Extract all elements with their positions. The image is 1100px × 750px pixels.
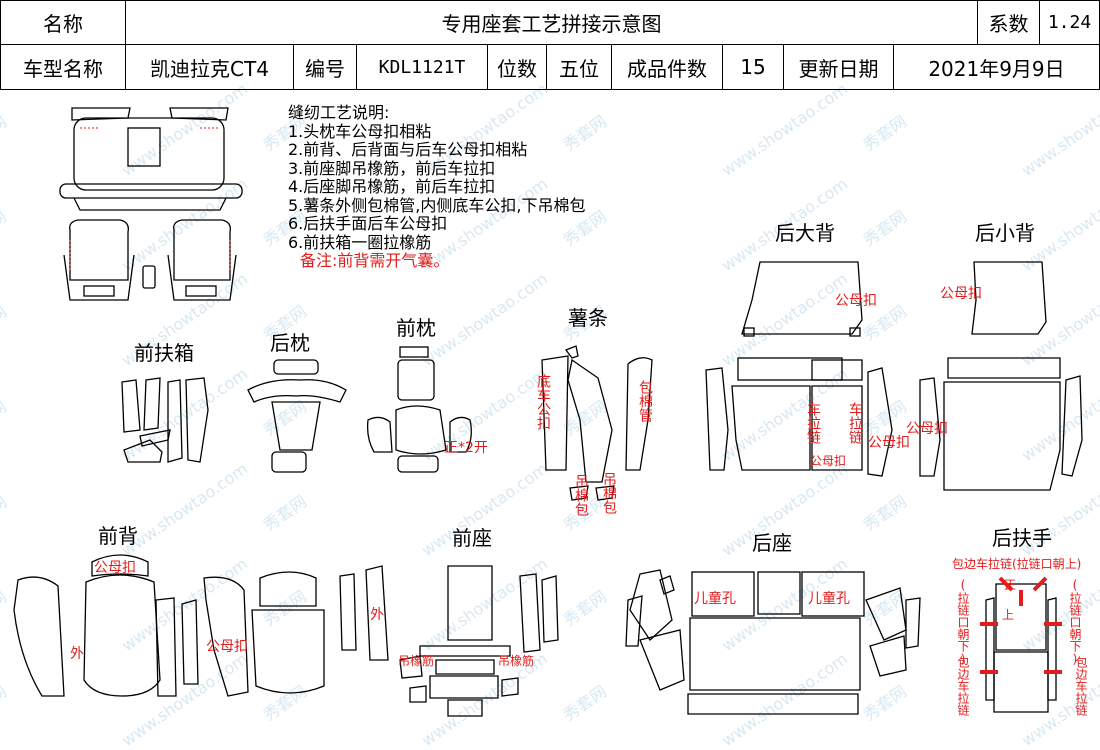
model-value-cell: 凯迪拉克CT4 xyxy=(125,44,294,90)
page-title: 专用座套工艺拼接示意图 xyxy=(441,12,662,36)
rear-small-back-pieces xyxy=(919,261,1083,491)
annotation-fries-bottom: 底车公扣 xyxy=(535,374,551,430)
annotation-fs-elastic2: 吊橡筋 xyxy=(498,654,535,668)
front-armrest-box-pieces xyxy=(121,377,209,463)
seats-value-cell: 五位 xyxy=(546,44,612,90)
section-label-front-headrest: 前枕 xyxy=(396,316,436,340)
rear-seat-pieces xyxy=(625,569,921,715)
note-item: 5.薯条外侧包棉管,内侧底车公扣,下吊棉包 xyxy=(288,195,586,215)
section-label-front-armrest-box: 前扶箱 xyxy=(134,341,194,365)
notes-heading: 缝纫工艺说明: xyxy=(288,103,390,122)
update-label-cell: 更新日期 xyxy=(783,44,894,90)
pattern-drawing xyxy=(13,107,1083,717)
rear-big-back-pieces xyxy=(705,261,893,477)
annotation-fries-tube: 包棉管 xyxy=(637,380,653,422)
section-label-rear-small-back: 后小背 xyxy=(975,221,1035,245)
front-back-pieces xyxy=(13,554,325,697)
annotation-ra-right2: 包边车拉链 xyxy=(1074,656,1088,716)
annotation-ra-left1: (拉链口朝下) xyxy=(956,578,970,666)
annotation-rsb-snap-top: 公母扣 xyxy=(940,286,982,302)
annotation-rsb-snap-left: 公母扣 xyxy=(906,421,948,437)
section-label-rear-armrest: 后扶手 xyxy=(992,526,1052,550)
section-label-fries-strip: 薯条 xyxy=(568,306,608,330)
section-label-rear-big-back: 后大背 xyxy=(775,221,835,245)
annotation-rbb-zip1: 车拉链 xyxy=(805,402,821,444)
rear-headrest-pieces xyxy=(247,359,347,473)
update-value-cell: 2021年9月9日 xyxy=(893,44,1100,90)
fries-strip-pieces xyxy=(541,345,653,501)
section-label-front-back: 前背 xyxy=(98,524,138,548)
annotation-fh-cut: 正*2开 xyxy=(444,440,488,456)
annotation-rs-child2: 儿童孔 xyxy=(808,591,850,607)
coef-label-cell: 系数 xyxy=(977,0,1040,45)
annotation-fs-elastic1: 吊橡筋 xyxy=(398,654,435,668)
sewing-notes: 缝纫工艺说明: 1.头枕车公母扣相粘 2.前背、后背面与后车公母扣相粘 3.前座… xyxy=(288,103,586,271)
annotation-fb-outer: 外 xyxy=(70,646,84,662)
code-label-cell: 编号 xyxy=(293,44,357,90)
annotation-rbb-snap-right: 公母扣 xyxy=(868,435,910,451)
rear-armrest-pieces xyxy=(985,583,1057,713)
section-label-rear-seat: 后座 xyxy=(752,531,792,555)
note-item: 6.前扶箱一圈拉橡筋 xyxy=(288,232,432,252)
note-item: 3.前座脚吊橡筋，前后车拉扣 xyxy=(288,158,496,178)
note-item: 6.后扶手面后车公母扣 xyxy=(288,214,448,233)
annotation-rbb-snap-bottom: 公母扣 xyxy=(810,454,847,468)
annotation-rs-child1: 儿童孔 xyxy=(694,591,736,607)
annotation-ra-up1: 正 xyxy=(1004,578,1017,592)
note-item: 2.前背、后背面与后车公母扣相粘 xyxy=(288,140,528,159)
section-label-rear-headrest: 后枕 xyxy=(270,331,310,355)
annotation-ra-left2: 包边车拉链 xyxy=(956,656,970,716)
annotation-ra-up2: 上 xyxy=(1002,608,1015,622)
annotation-fs-outer: 外 xyxy=(370,607,384,623)
annotation-rbb-zip2: 车拉链 xyxy=(847,402,863,444)
notes-remark: 备注:前背需开气囊。 xyxy=(300,251,450,270)
annotation-ra-right1: (拉链口朝下) xyxy=(1068,578,1082,666)
annotation-fries-hang2: 吊棉包 xyxy=(601,472,617,514)
front-headrest-pieces xyxy=(366,346,472,473)
note-item: 4.后座脚吊橡筋，前后车拉扣 xyxy=(288,177,496,196)
seat-overview-icon xyxy=(59,107,243,301)
section-label-front-seat: 前座 xyxy=(452,526,492,550)
annotation-rbb-snap-top: 公母扣 xyxy=(835,293,877,309)
annotation-ra-top: 包边车拉链(拉链口朝上) xyxy=(952,557,1082,571)
annotation-fb-snap-top: 公母扣 xyxy=(94,560,136,576)
annotation-fries-hang1: 吊棉包 xyxy=(573,474,589,516)
annotation-fb-snap-right: 公母扣 xyxy=(206,639,248,655)
front-seat-pieces xyxy=(339,565,559,717)
note-item: 1.头枕车公母扣相粘 xyxy=(288,121,432,141)
